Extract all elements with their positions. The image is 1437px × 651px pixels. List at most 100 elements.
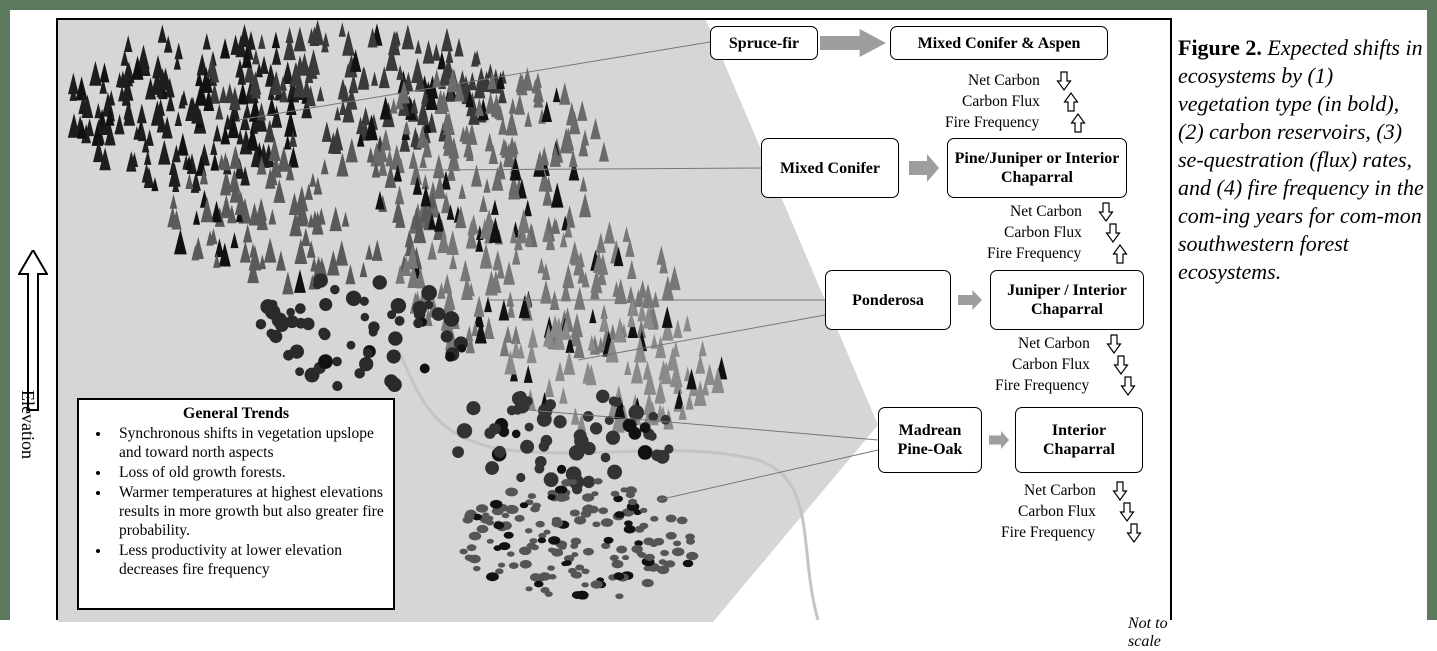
tree-mark <box>341 211 350 227</box>
tree-mark <box>655 449 670 464</box>
box-from-madrean-pine-oak: Madrean Pine-Oak <box>878 407 982 473</box>
tree-mark <box>499 337 510 357</box>
tree-mark <box>271 31 281 49</box>
shrub-mark <box>548 574 557 580</box>
shrub-mark <box>626 502 640 512</box>
tree-mark <box>506 291 515 307</box>
tree-field <box>67 20 728 600</box>
tree-mark <box>432 68 442 87</box>
tree-mark <box>269 169 278 186</box>
tree-mark <box>248 245 262 271</box>
trend-item: Less productivity at lower elevation dec… <box>111 541 385 579</box>
tree-mark <box>114 113 125 135</box>
tree-mark <box>419 363 430 374</box>
tree-mark <box>589 422 603 435</box>
tree-mark <box>131 55 144 80</box>
tree-mark <box>235 58 245 78</box>
tree-mark <box>268 208 277 225</box>
tree-mark <box>576 413 587 432</box>
tree-mark <box>479 243 493 269</box>
tree-mark <box>311 210 324 235</box>
tree-mark <box>196 53 208 76</box>
tree-mark <box>577 100 588 121</box>
tree-mark <box>123 102 136 126</box>
shrub-mark <box>582 547 594 556</box>
shift-arrow-icon <box>909 154 939 182</box>
tree-mark <box>599 311 610 332</box>
tree-mark <box>285 26 294 44</box>
tree-mark <box>438 122 448 142</box>
tree-mark <box>174 42 183 60</box>
tree-mark <box>562 264 575 289</box>
shrub-mark <box>571 552 579 558</box>
tree-mark <box>271 46 282 65</box>
tree-mark <box>643 391 655 415</box>
tree-mark <box>555 361 565 382</box>
tree-mark <box>227 204 237 224</box>
tree-mark <box>413 217 427 244</box>
shrub-mark <box>486 515 494 521</box>
shrub-mark <box>519 502 529 509</box>
tree-mark <box>421 285 437 301</box>
tree-mark <box>630 358 644 384</box>
tree-mark <box>209 228 218 245</box>
tree-mark <box>236 129 245 145</box>
tree-mark <box>447 146 461 171</box>
tree-mark <box>463 137 474 158</box>
tree-mark <box>565 466 582 482</box>
tree-mark <box>397 157 405 174</box>
tree-mark <box>595 232 606 253</box>
tree-mark <box>587 334 596 351</box>
shrub-mark <box>506 551 515 557</box>
tree-mark <box>600 452 611 463</box>
tree-mark <box>243 59 256 83</box>
shrub-mark <box>581 568 590 575</box>
tree-mark <box>192 98 201 114</box>
tree-mark <box>99 62 110 83</box>
shrub-mark <box>571 591 584 599</box>
tree-mark <box>479 218 490 239</box>
tree-mark <box>69 85 78 101</box>
shrub-mark <box>614 511 625 519</box>
tree-mark <box>294 303 306 314</box>
tree-mark <box>124 61 134 82</box>
tree-mark <box>229 86 241 111</box>
tree-mark <box>503 325 513 343</box>
shrub-mark <box>660 549 670 557</box>
tree-mark <box>401 24 415 50</box>
tree-mark <box>345 290 362 307</box>
tree-mark <box>105 107 115 126</box>
shrub-mark <box>459 548 468 555</box>
shrub-mark <box>501 512 510 519</box>
tree-mark <box>466 401 481 416</box>
general-trends-title: General Trends <box>182 405 290 422</box>
tree-mark <box>570 312 584 338</box>
tree-mark <box>378 144 388 163</box>
tree-mark <box>431 43 441 61</box>
tree-mark <box>361 106 371 126</box>
shrub-mark <box>493 545 502 551</box>
tree-mark <box>597 266 607 286</box>
shift-arrow-icon <box>989 431 1009 449</box>
tree-mark <box>290 62 302 85</box>
tree-mark <box>661 305 673 328</box>
tree-mark <box>701 380 710 396</box>
tree-mark <box>288 146 299 168</box>
tree-mark <box>441 27 453 52</box>
tree-mark <box>457 344 467 353</box>
tree-mark <box>604 415 614 425</box>
shrub-mark <box>582 493 595 502</box>
tree-mark <box>332 356 342 367</box>
shrub-mark <box>538 532 547 539</box>
shrub-mark <box>550 548 558 554</box>
tree-mark <box>533 87 544 108</box>
tree-mark <box>598 141 609 162</box>
tree-mark <box>85 118 95 137</box>
tree-mark <box>384 164 397 188</box>
shrub-mark <box>505 504 519 515</box>
box-from-ponderosa: Ponderosa <box>825 270 951 330</box>
tree-mark <box>419 200 432 223</box>
tree-mark <box>552 87 561 103</box>
tree-mark <box>354 368 365 379</box>
tree-mark <box>437 282 446 299</box>
